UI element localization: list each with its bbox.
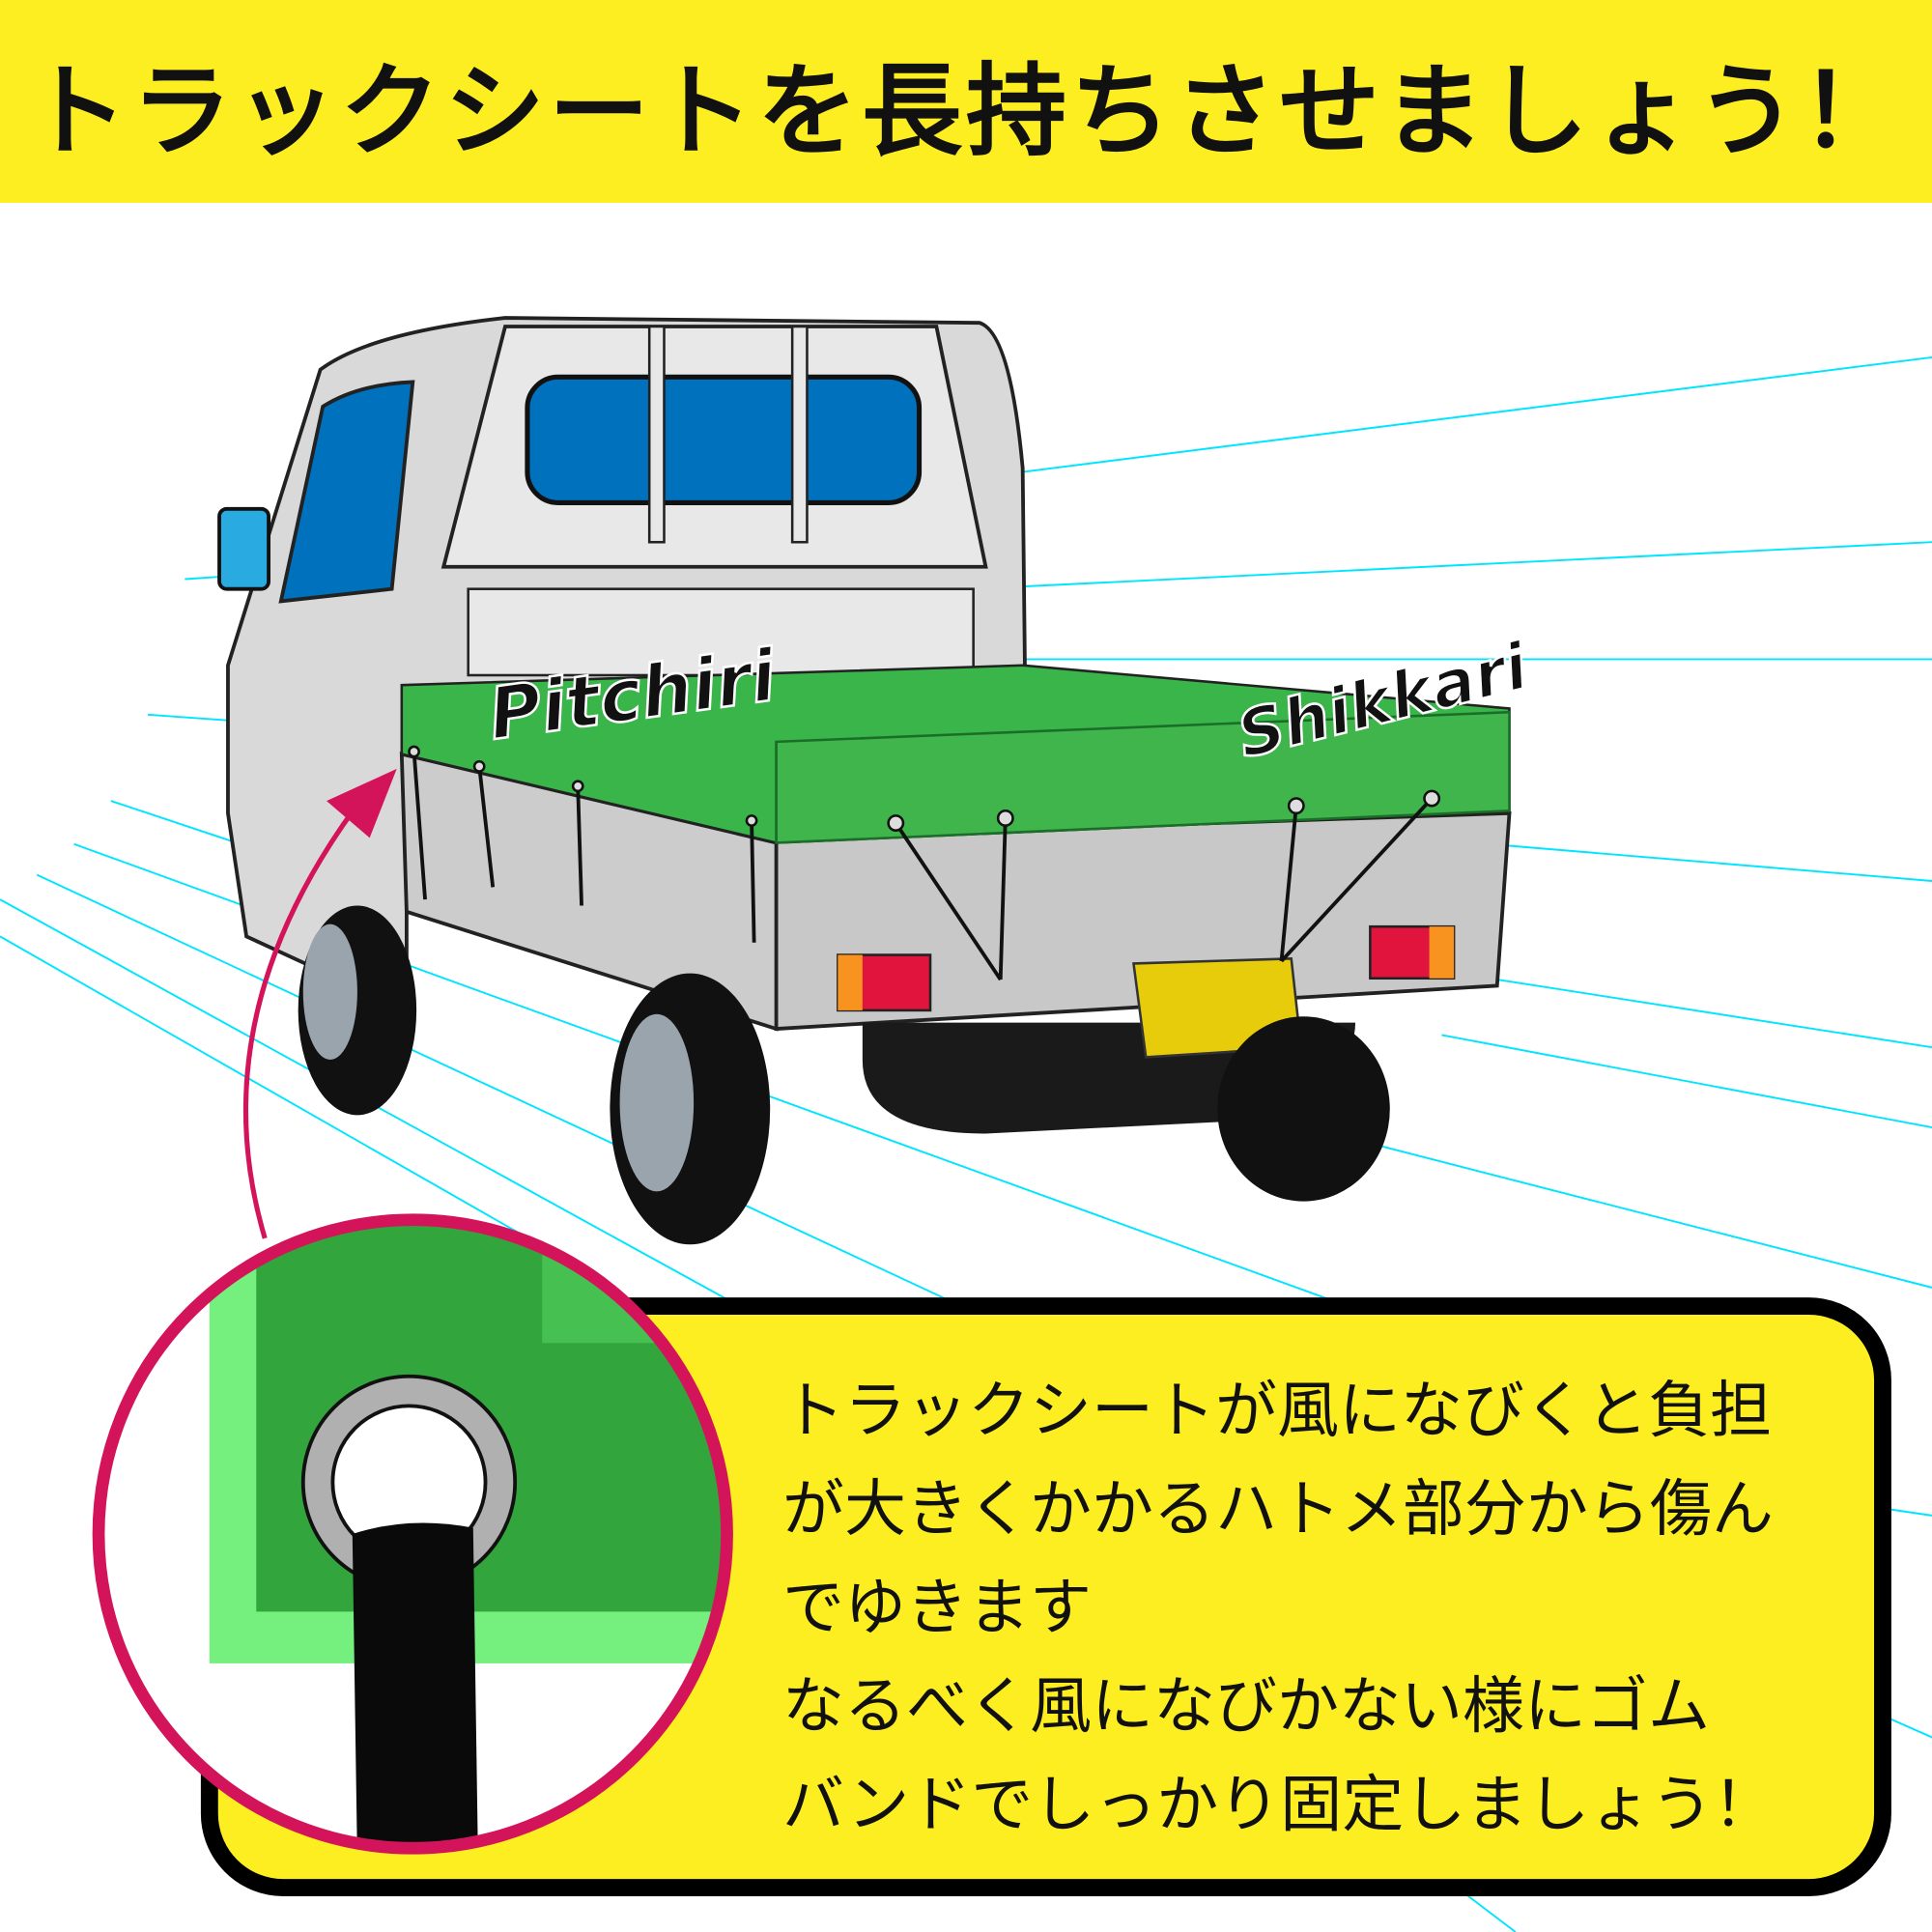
callout-line: が大きくかかるハトメ部分から傷ん	[782, 1474, 1774, 1546]
wheels	[298, 905, 1390, 1245]
truck-cab	[217, 316, 1028, 1013]
title-banner: トラックシートを長持ちさせましょう！	[0, 0, 1932, 203]
rubber-bands	[412, 751, 1434, 981]
pointer-arrow	[243, 786, 372, 1239]
grommets	[408, 745, 1441, 832]
callout-line: でゆきます	[782, 1573, 1092, 1644]
truck-bed	[399, 752, 1512, 1134]
rear-window	[525, 374, 923, 505]
side-window	[278, 380, 415, 604]
zoom-circle	[92, 1213, 733, 1855]
callout-line: トラックシートが風になびくと負担	[782, 1376, 1772, 1447]
truck-sheet	[400, 664, 1511, 844]
arrow-head-icon	[327, 768, 397, 838]
side-mirror	[217, 506, 270, 591]
callout-line: バンドでしっかり固定しましょう！	[782, 1770, 1776, 1841]
callout-line: なるべく風になびかない様にゴム	[782, 1671, 1710, 1743]
page-title: トラックシートを長持ちさせましょう！	[26, 51, 1905, 170]
callout-text: トラックシートが風になびくと負担 が大きくかかるハトメ部分から傷ん でゆきます …	[782, 1362, 1855, 1855]
